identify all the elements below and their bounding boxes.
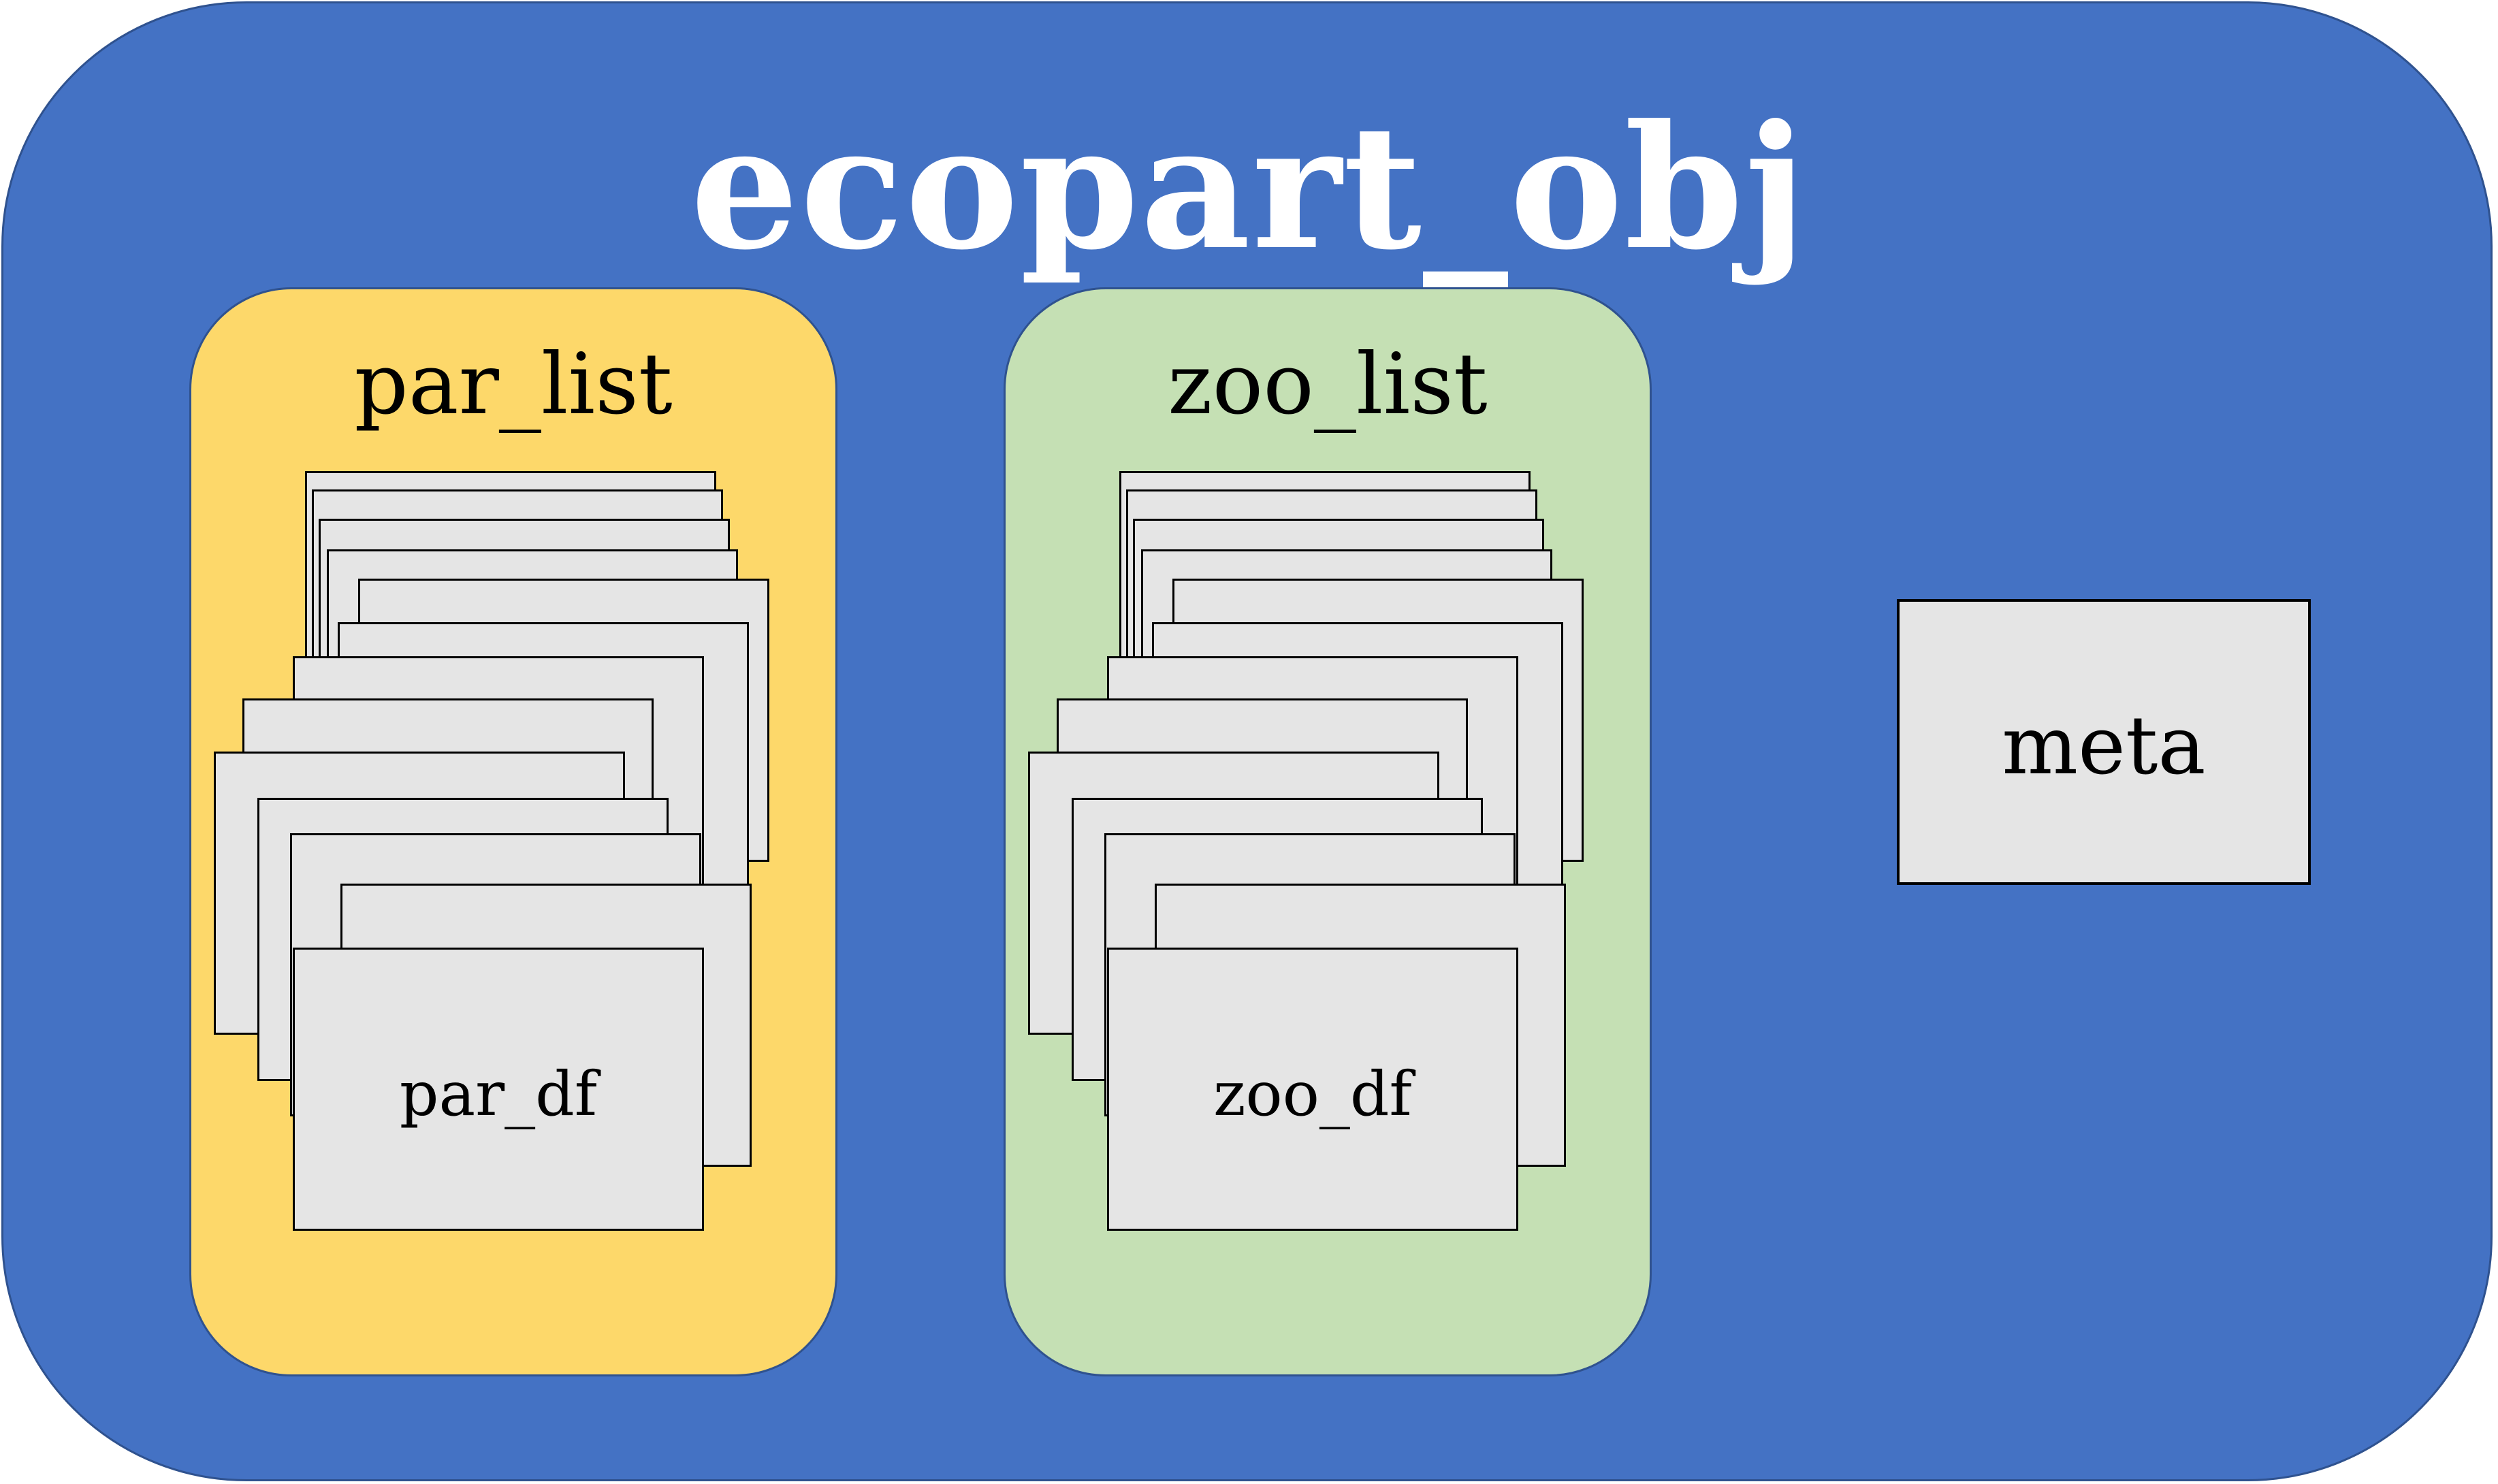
zoo-df-label: zoo_df — [1213, 1059, 1412, 1130]
par-df-stack: par_df — [189, 287, 1006, 1240]
zoo-df-sheet: zoo_df — [1107, 948, 1518, 1231]
zoo-list-label: zoo_list — [1168, 336, 1488, 434]
meta-box: meta — [1897, 599, 2311, 885]
zoo-df-stack: zoo_df — [1004, 287, 1821, 1240]
diagram-title: ecopart_obj — [690, 87, 1808, 287]
par-df-label: par_df — [399, 1059, 598, 1130]
meta-label: meta — [2002, 698, 2206, 792]
par-list-label: par_list — [354, 336, 673, 434]
par-df-sheet: par_df — [293, 948, 704, 1231]
